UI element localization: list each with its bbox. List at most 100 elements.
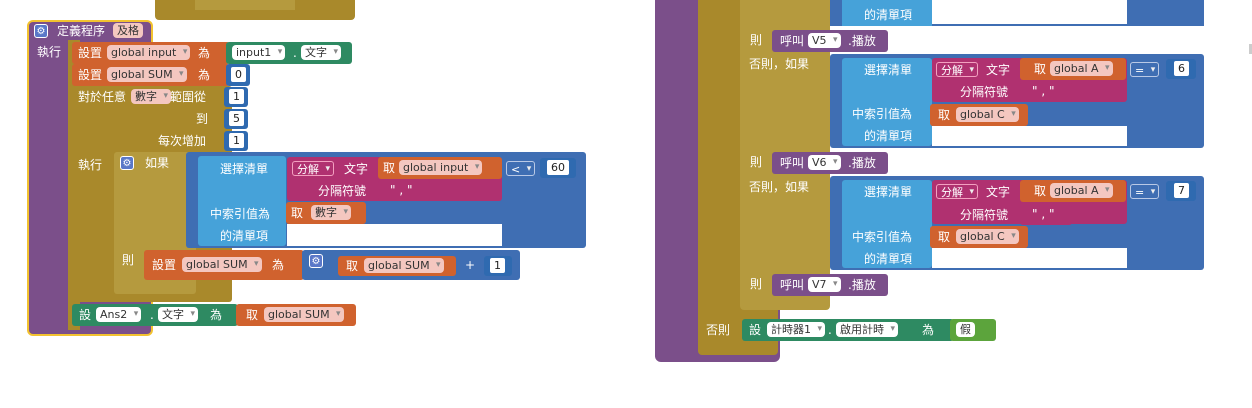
false-dropdown[interactable]: 假 (956, 322, 975, 337)
get-global-c-block[interactable]: 取 global C (930, 226, 1028, 248)
set-var-dropdown[interactable]: global SUM (182, 257, 262, 272)
range-from-label: 範圍從 (170, 90, 207, 104)
select-list-label: 選擇清單 (864, 63, 913, 77)
dot-label: . (828, 323, 832, 337)
set-keyword: 設置 (152, 258, 177, 272)
set-global-input-block[interactable]: 設置 global input 為 (72, 42, 230, 64)
global-a-dropdown[interactable]: global A (1050, 183, 1113, 198)
number-field-6[interactable]: 6 (1174, 61, 1189, 76)
v6-dropdown[interactable]: V6 (808, 155, 841, 170)
index-var-dropdown[interactable]: 數字 (311, 205, 351, 220)
step-number-field[interactable]: 1 (229, 133, 244, 148)
add-get-block[interactable]: 取 global SUM (338, 256, 456, 276)
get-var-dropdown[interactable]: global SUM (264, 307, 344, 322)
sep-value: " , " (390, 183, 413, 197)
number-block[interactable]: 0 (226, 64, 250, 86)
step-number-block[interactable]: 1 (224, 131, 248, 151)
global-c-dropdown[interactable]: global C (956, 229, 1019, 244)
sep-text-block[interactable]: " , " (378, 180, 430, 201)
timer-dropdown[interactable]: 計時器1 (767, 322, 825, 337)
get-label: 取 (346, 259, 359, 273)
number-field-7[interactable]: 7 (1174, 183, 1189, 198)
add-number-block[interactable]: 1 (484, 256, 512, 276)
from-number-field[interactable]: 1 (229, 89, 244, 104)
to-label: 為 (272, 258, 285, 272)
get-global-a-block[interactable]: 取 global A (1020, 180, 1126, 202)
if-gear-icon[interactable]: ⚙ (120, 156, 134, 170)
call-v6-block[interactable]: 呼叫 V6 .播放 (772, 152, 888, 174)
set-keyword: 設 (749, 323, 762, 337)
compare-number-block[interactable]: 60 (540, 158, 576, 178)
component-dropdown[interactable]: input1 (232, 45, 286, 60)
split-dropdown[interactable]: 分解 (936, 62, 978, 78)
list-item-white-slot (287, 224, 502, 246)
index-get-block[interactable]: 取 數字 (286, 202, 366, 224)
global-c-dropdown[interactable]: global C (956, 107, 1019, 122)
v7-dropdown[interactable]: V7 (808, 277, 841, 292)
set-timer-block[interactable]: 設 計時器1 . 啟用計時 為 (742, 319, 954, 341)
from-number-block[interactable]: 1 (224, 87, 248, 107)
select-list-block-6[interactable] (842, 58, 932, 146)
sep-text-block[interactable]: " , " (1020, 81, 1072, 102)
index-label: 中索引值為 (852, 107, 913, 121)
prop-dropdown[interactable]: 文字 (158, 307, 198, 322)
add-var-dropdown[interactable]: global SUM (364, 258, 444, 273)
eq-dropdown[interactable]: = (1130, 62, 1160, 78)
to-label: 到 (196, 112, 209, 126)
component-text-getter[interactable]: input1 . 文字 (226, 42, 352, 64)
then-label-1: 則 (750, 33, 763, 47)
get-var-dropdown[interactable]: global input (399, 160, 483, 175)
number-block-6[interactable]: 6 (1166, 59, 1196, 79)
top-list-item-label: 的清單項 (864, 8, 913, 22)
to-number-block[interactable]: 5 (224, 109, 248, 129)
to-label: 為 (922, 323, 935, 337)
var-dropdown[interactable]: global SUM (107, 67, 187, 82)
get-var-block[interactable]: 取 global input (378, 157, 502, 179)
get-label: 取 (291, 206, 304, 220)
procedure-name-field[interactable]: 及格 (113, 23, 143, 38)
then-label-3: 則 (750, 277, 763, 291)
set-global-sum-block[interactable]: 設置 global SUM 為 (72, 64, 230, 86)
list-item-label: 的清單項 (864, 129, 913, 143)
add-number-field[interactable]: 1 (490, 258, 505, 273)
white-slot-6 (932, 126, 1127, 146)
procedure-gear-icon[interactable]: ⚙ (34, 24, 48, 38)
global-a-dropdown[interactable]: global A (1050, 61, 1113, 76)
math-gear-icon[interactable]: ⚙ (309, 254, 323, 268)
get-sum-block[interactable]: 取 global SUM (236, 304, 356, 326)
to-label: 為 (198, 68, 211, 82)
scrollbar-handle[interactable] (1249, 44, 1252, 54)
timer-prop-dropdown[interactable]: 啟用計時 (836, 322, 898, 337)
for-do-label: 執行 (78, 158, 103, 172)
set-sum-block[interactable]: 設置 global SUM 為 (144, 250, 304, 280)
call-v5-block[interactable]: 呼叫 V5 .播放 (772, 30, 888, 52)
sep-value: " , " (1032, 84, 1055, 98)
select-list-item-block[interactable] (198, 156, 286, 246)
operator-dropdown[interactable]: < (506, 161, 536, 177)
procedure-do-label: 執行 (37, 45, 62, 59)
get-global-a-block[interactable]: 取 global A (1020, 58, 1126, 80)
number-block-7[interactable]: 7 (1166, 181, 1196, 201)
split-dropdown[interactable]: 分解 (292, 161, 334, 177)
number-field[interactable]: 0 (231, 67, 246, 82)
text-label: 文字 (986, 63, 1011, 77)
sep-label: 分隔符號 (960, 208, 1009, 222)
to-number-field[interactable]: 5 (229, 111, 244, 126)
compare-number-field[interactable]: 60 (547, 160, 569, 175)
false-block[interactable]: 假 (950, 319, 996, 341)
v5-dropdown[interactable]: V5 (808, 33, 841, 48)
get-global-c-block[interactable]: 取 global C (930, 104, 1028, 126)
select-list-label: 選擇清單 (220, 162, 269, 176)
split-dropdown[interactable]: 分解 (936, 184, 978, 200)
prop-dropdown[interactable]: 文字 (301, 45, 341, 60)
eq-dropdown[interactable]: = (1130, 184, 1160, 200)
select-list-label: 選擇清單 (864, 185, 913, 199)
set-ans2-block[interactable]: 設 Ans2 . 文字 為 (72, 304, 238, 326)
select-list-block-7[interactable] (842, 180, 932, 268)
component-dropdown[interactable]: Ans2 (96, 307, 142, 322)
sep-text-block[interactable]: " , " (1020, 204, 1072, 225)
to-label: 為 (210, 308, 223, 322)
for-var-dropdown[interactable]: 數字 (131, 89, 171, 104)
call-v7-block[interactable]: 呼叫 V7 .播放 (772, 274, 888, 296)
var-dropdown[interactable]: global input (107, 45, 191, 60)
